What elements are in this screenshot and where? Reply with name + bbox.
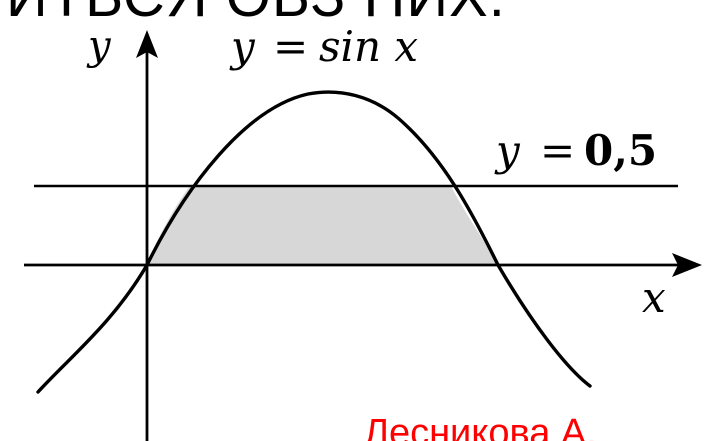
line-label-variable: y (494, 126, 521, 175)
x-axis-arrowhead (672, 253, 702, 277)
shaded-region (147, 186, 498, 265)
top-clipped-text: ИТЬСЯ ОБЗ НИХ. (6, 0, 506, 26)
sin-label-expression: sin x (319, 22, 418, 71)
sin-label-equals: = (273, 22, 308, 71)
y-axis-arrowhead (136, 30, 158, 58)
sine-curve (36, 90, 592, 394)
x-axis-label: x (642, 273, 666, 322)
author-text: Лесникова А. (364, 412, 597, 441)
line-label-equals: = (540, 126, 575, 175)
sin-label-variable: y (229, 22, 256, 71)
line-label-value: 0,5 (584, 126, 657, 175)
y-axis-label: y (86, 23, 112, 69)
